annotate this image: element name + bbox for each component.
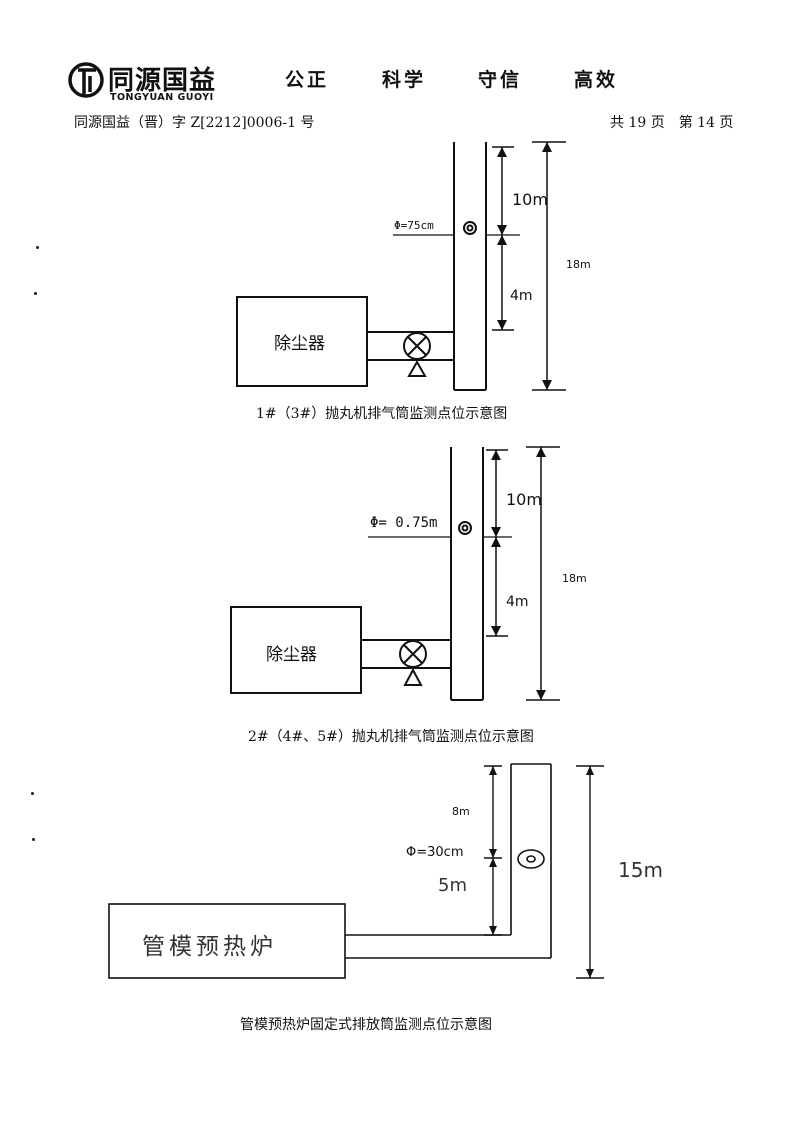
diameter-label: Φ=30cm xyxy=(406,845,464,860)
equipment-label: 除尘器 xyxy=(266,645,317,665)
total-height-label: 15m xyxy=(618,858,663,882)
scan-speck xyxy=(34,292,37,295)
diagram-caption: 1#（3#）抛丸机排气筒监测点位示意图 xyxy=(256,406,508,422)
motto-item: 公正 xyxy=(285,69,330,91)
lower-height-label: 5m xyxy=(438,875,467,896)
logo-english-name: TONGYUAN GUOYI xyxy=(110,92,214,103)
company-logo-icon xyxy=(68,62,104,98)
total-height-label: 18m xyxy=(562,572,587,585)
upper-height-label: 8m xyxy=(452,805,470,818)
upper-height-label: 10m xyxy=(506,490,542,509)
equipment-label: 管模预热炉 xyxy=(142,934,277,960)
page-info: 共 19 页 第 14 页 xyxy=(610,115,734,131)
total-height-label: 18m xyxy=(566,258,591,271)
diameter-label: Φ= 0.75m xyxy=(370,515,438,531)
diameter-label: Φ=75cm xyxy=(394,219,434,232)
scan-speck xyxy=(31,792,34,795)
diagram-caption: 2#（4#、5#）抛丸机排气筒监测点位示意图 xyxy=(248,729,534,745)
equipment-label: 除尘器 xyxy=(274,334,325,354)
logo-name: 同源国益 xyxy=(108,66,217,96)
report-number: 同源国益（晋）字 Z[2212]0006-1 号 xyxy=(74,115,315,131)
upper-height-label: 10m xyxy=(512,190,548,209)
motto-item: 科学 xyxy=(382,69,427,91)
motto-item: 高效 xyxy=(574,69,619,91)
scan-speck xyxy=(32,838,35,841)
lower-height-label: 4m xyxy=(510,288,533,304)
scan-speck xyxy=(36,246,39,249)
motto-item: 守信 xyxy=(478,69,523,91)
diagram-caption: 管模预热炉固定式排放筒监测点位示意图 xyxy=(240,1017,492,1033)
lower-height-label: 4m xyxy=(506,594,529,610)
